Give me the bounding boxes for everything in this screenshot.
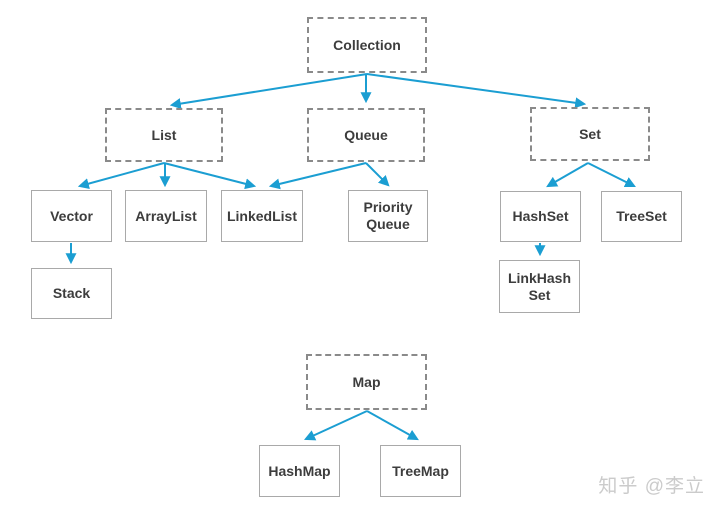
arrow-queue-priorityqueue (365, 162, 390, 187)
node-vector: Vector (31, 190, 112, 242)
node-map: Map (306, 354, 427, 410)
node-map-label: Map (352, 373, 381, 390)
node-treeset: TreeSet (601, 191, 682, 242)
arrow-collection-list (169, 73, 368, 110)
arrow-collection-set (366, 73, 587, 109)
node-queue-label: Queue (344, 126, 388, 143)
node-set-label: Set (579, 125, 601, 142)
node-linkhash-set-label: LinkHash Set (507, 269, 571, 303)
arrow-map-hashmap (304, 410, 368, 441)
arrow-list-vector (77, 162, 165, 189)
node-priority-queue-label: Priority Queue (363, 199, 413, 232)
node-linkedlist: LinkedList (221, 190, 303, 242)
arrow-queue-linkedlist (268, 162, 367, 190)
node-hashset-label: HashSet (512, 208, 569, 224)
node-collection-label: Collection (333, 36, 401, 53)
node-linkhash-set: LinkHash Set (499, 260, 580, 313)
node-arraylist: ArrayList (125, 190, 207, 242)
node-queue: Queue (307, 108, 425, 162)
node-stack-label: Stack (52, 285, 91, 301)
node-set: Set (530, 107, 650, 161)
arrow-set-treeset (587, 162, 636, 187)
arrow-set-hashset (546, 162, 589, 188)
node-hashmap-label: HashMap (268, 462, 331, 479)
node-stack: Stack (31, 268, 112, 319)
watermark: 知乎 @李立 (598, 476, 705, 497)
node-hashmap: HashMap (259, 445, 340, 497)
node-vector-label: Vector (50, 207, 93, 224)
node-treemap-label: TreeMap (392, 462, 449, 479)
node-hashset: HashSet (500, 191, 581, 242)
node-priority-queue: Priority Queue (348, 190, 428, 242)
node-treeset-label: TreeSet (616, 208, 667, 224)
arrow-map-treemap (366, 410, 419, 441)
arrow-list-linkedlist (163, 162, 257, 190)
node-collection: Collection (307, 17, 427, 73)
node-list: List (105, 108, 223, 162)
node-list-label: List (151, 126, 177, 143)
node-treemap: TreeMap (380, 445, 461, 497)
node-linkedlist-label: LinkedList (226, 207, 297, 224)
node-arraylist-label: ArrayList (135, 207, 197, 224)
